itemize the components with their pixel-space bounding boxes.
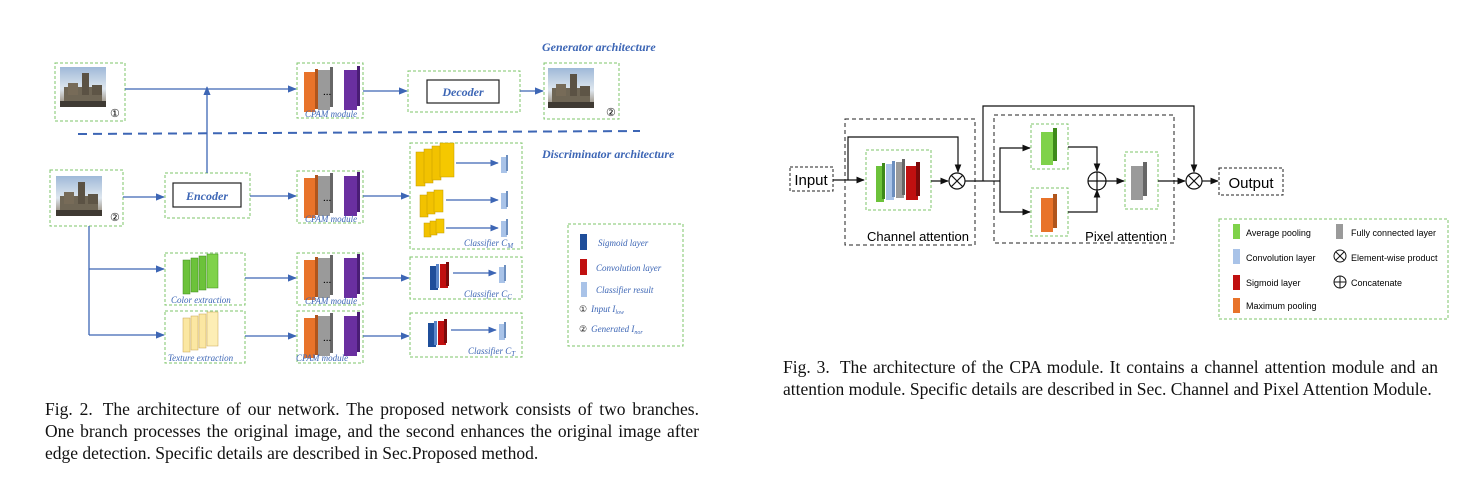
texture-extraction-block: Texture extraction	[164, 310, 246, 364]
fig3-legend: Average pooling Fully connected layer Co…	[1218, 218, 1449, 320]
legend-max-swatch	[1233, 298, 1240, 313]
input-photo	[60, 67, 106, 107]
input-label: Input	[794, 172, 828, 189]
fig2-caption-label: Fig. 2.	[45, 399, 93, 419]
figure-2-diagram: Generator architecture ① ... CPAM module…	[49, 40, 684, 364]
color-cpam-module: ... CPAM module	[296, 252, 364, 306]
fig2-caption: Fig. 2.The architecture of our network. …	[45, 398, 699, 464]
input-node: Input	[789, 166, 834, 192]
legend-conv-swatch	[1233, 249, 1240, 264]
generated-photo	[548, 68, 594, 108]
classifier-m-block: Classifier CM	[409, 142, 523, 250]
generated-input-box: ②	[49, 169, 124, 227]
cpam-dots: ...	[323, 192, 332, 204]
generator-discriminator-separator	[77, 130, 641, 135]
texture-extraction-label: Texture extraction	[168, 353, 234, 363]
classifier-c-label: Classifier CC	[464, 289, 512, 301]
generator-cpam-module: ... CPAM module	[296, 62, 364, 119]
cpam-label: CPAM module	[296, 353, 348, 363]
fig2-caption-text: The architecture of our network. The pro…	[45, 399, 699, 463]
output-label: Output	[1228, 175, 1274, 192]
cpam-dots: ...	[323, 86, 332, 98]
input-image-box: ①	[54, 62, 126, 122]
fully-connected-node	[1124, 151, 1159, 210]
classifier-t-label: Classifier CT	[468, 346, 516, 358]
legend-fully-connected: Fully connected layer	[1351, 228, 1436, 238]
fig3-caption: Fig. 3.The architecture of the CPA modul…	[783, 356, 1438, 400]
cpam-label: CPAM module	[305, 109, 357, 119]
decoder-label: Decoder	[441, 85, 484, 99]
classifier-m-label: Classifier CM	[464, 238, 514, 250]
average-pooling-node	[1030, 123, 1069, 170]
fig3-caption-label: Fig. 3.	[783, 357, 830, 377]
decoder-block: Decoder	[407, 70, 521, 113]
legend-avg-swatch	[1233, 224, 1240, 239]
split-lines-lower	[999, 181, 1031, 216]
legend-average-pooling: Average pooling	[1246, 228, 1311, 238]
legend-sigmoid: Sigmoid layer	[1246, 278, 1301, 288]
concatenate-node	[1087, 171, 1107, 191]
generated-marker: ②	[606, 107, 616, 119]
cpam-label: CPAM module	[305, 214, 357, 224]
generator-title: Generator architecture	[542, 40, 656, 54]
skip-to-product1	[847, 136, 962, 180]
color-extraction-block: Color extraction	[164, 252, 246, 306]
legend-convolution: Convolution layer	[596, 263, 662, 273]
maximum-pooling-node	[1030, 187, 1069, 237]
generated-image-box: ②	[543, 62, 620, 120]
legend-sigmoid: Sigmoid layer	[598, 238, 649, 248]
element-wise-product-1	[948, 172, 966, 190]
encoder-block: Encoder	[164, 172, 251, 219]
cpam-label: CPAM module	[305, 296, 357, 306]
legend-product-icon	[1333, 249, 1347, 263]
convolution-swatch	[580, 259, 587, 275]
cpam-dots: ...	[323, 274, 332, 286]
max-to-concat	[1068, 189, 1101, 213]
legend-classifier-result: Classifier result	[596, 285, 654, 295]
avg-to-concat	[1068, 146, 1101, 172]
legend-concatenate: Concatenate	[1351, 278, 1402, 288]
fig3-caption-text: The architecture of the CPA module. It c…	[783, 357, 1438, 399]
channel-attention-block: Channel attention	[844, 118, 976, 246]
encoder-label: Encoder	[185, 189, 228, 203]
cpam-dots: ...	[323, 332, 332, 344]
color-extraction-label: Color extraction	[171, 295, 231, 305]
input-marker: ①	[110, 108, 120, 120]
classifier-result-swatch	[581, 282, 587, 297]
pixel-attention-label: Pixel attention	[1085, 229, 1167, 244]
sigmoid-swatch	[580, 234, 587, 250]
classifier-c-block: Classifier CC	[409, 256, 523, 301]
split-lines	[999, 144, 1031, 181]
legend-concat-icon	[1333, 275, 1347, 289]
figure-3-diagram: Input Channel attention Pixel attention	[789, 105, 1449, 320]
discriminator-input-marker: ②	[110, 212, 120, 224]
legend-maximum-pooling: Maximum pooling	[1246, 301, 1317, 311]
legend-convolution: Convolution layer	[1246, 253, 1316, 263]
pixel-attention-block: Pixel attention	[993, 114, 1175, 244]
legend-sigmoid-swatch	[1233, 275, 1240, 290]
legend-element-wise: Element-wise product	[1351, 253, 1438, 263]
channel-attention-label: Channel attention	[867, 229, 969, 244]
skip-to-product2	[982, 105, 1198, 181]
element-wise-product-2	[1185, 172, 1203, 190]
output-node: Output	[1218, 167, 1284, 196]
legend-fc-swatch	[1336, 224, 1343, 239]
discriminator-cpam-module: ... CPAM module	[296, 170, 364, 224]
classifier-t-block: Classifier CT	[409, 312, 523, 358]
texture-cpam-module: ... CPAM module	[296, 310, 364, 364]
fig2-legend: Sigmoid layer Convolution layer Classifi…	[567, 223, 684, 347]
discriminator-input-photo	[56, 176, 102, 216]
discriminator-title: Discriminator architecture	[541, 147, 675, 161]
